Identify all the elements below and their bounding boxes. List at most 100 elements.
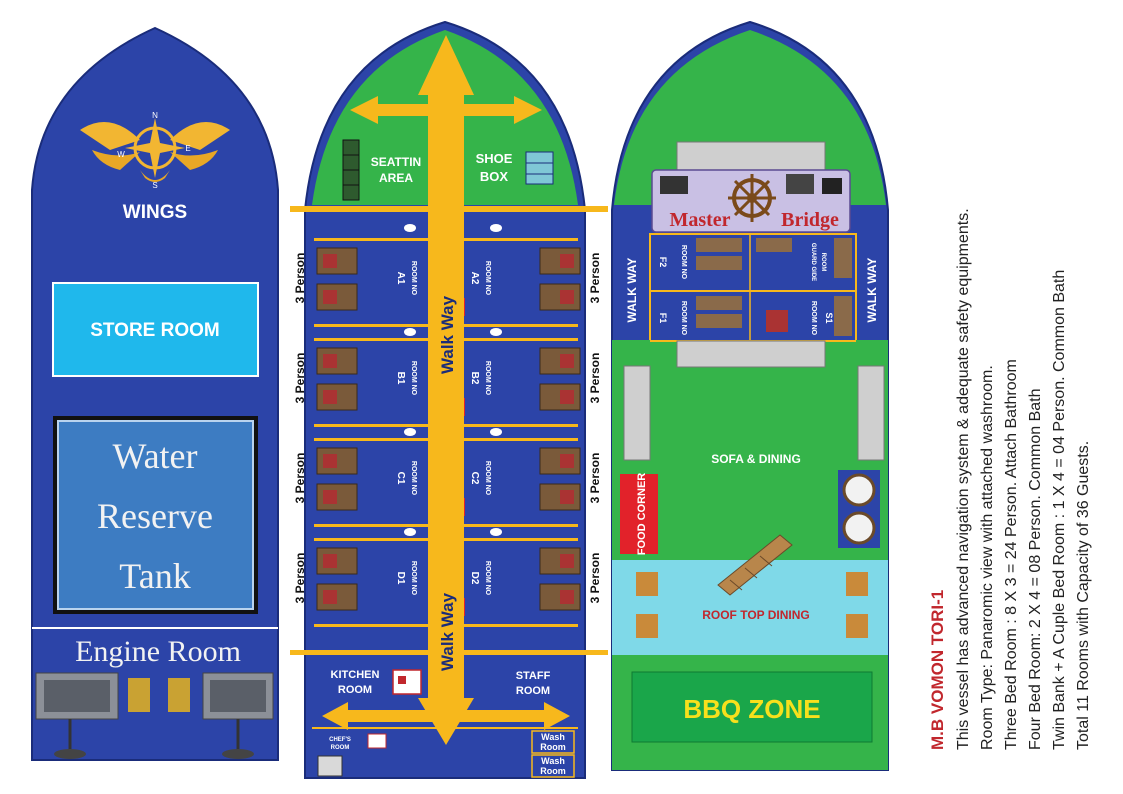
wash-room-1 bbox=[531, 730, 575, 754]
toilet-icon bbox=[404, 428, 416, 436]
wash1-label: Wash bbox=[541, 732, 565, 742]
pillow-icon bbox=[560, 390, 574, 404]
roof-top-label: ROOF TOP DINING bbox=[702, 608, 810, 622]
pillow-icon bbox=[323, 590, 337, 604]
room-s1-label: S1 bbox=[824, 312, 834, 323]
room-f2-label: F2 bbox=[658, 257, 668, 268]
engine-room-label: Engine Room bbox=[75, 635, 241, 668]
toilet-icon bbox=[490, 328, 502, 336]
kitchen-label-2: ROOM bbox=[338, 684, 372, 696]
pillow-icon bbox=[323, 390, 337, 404]
room-prefix-label: ROOM NO bbox=[410, 361, 417, 396]
room-number-label: D1 bbox=[395, 572, 406, 585]
pillow-icon bbox=[560, 290, 574, 304]
capacity-label: 3 Person bbox=[293, 453, 307, 504]
radio-icon bbox=[822, 178, 842, 194]
food-corner bbox=[620, 474, 658, 554]
info-line-6: Total 11 Rooms with Capacity of 36 Guest… bbox=[1075, 441, 1092, 750]
pillow-icon bbox=[323, 454, 337, 468]
compass-n: N bbox=[152, 111, 158, 120]
walkway-left-label: WALK WAY bbox=[625, 258, 639, 323]
capacity-label: 3 Person bbox=[293, 253, 307, 304]
info-line-3: Three Bed Room : 8 X 3 = 24 Person. Atta… bbox=[1003, 359, 1020, 750]
info-line-4: Four Bed Room: 2 X 4 = 08 Person. Common… bbox=[1027, 388, 1044, 750]
sofa-dining-label: SOFA & DINING bbox=[711, 452, 801, 466]
sofa-right bbox=[857, 365, 885, 461]
capacity-label: 3 Person bbox=[588, 353, 602, 404]
room-prefix-label: ROOM NO bbox=[484, 361, 491, 396]
compass-w: W bbox=[117, 150, 125, 159]
staff-label-1: STAFF bbox=[516, 670, 551, 682]
coconut-chairs-icon bbox=[838, 470, 880, 548]
info-line-1: This vessel has advanced navigation syst… bbox=[955, 208, 972, 750]
compass-emblem-icon bbox=[80, 118, 230, 182]
seating-label-1: SEATTIN bbox=[371, 155, 421, 169]
bunk-beds-icon bbox=[696, 238, 852, 336]
capacity-label: 3 Person bbox=[588, 553, 602, 604]
shoe-box-icon bbox=[525, 151, 554, 185]
cabin-divider bbox=[460, 624, 578, 627]
info-title: M.B VOMON TORI-1 bbox=[928, 590, 947, 750]
capacity-label: 3 Person bbox=[588, 453, 602, 504]
staff-label-2: ROOM bbox=[516, 685, 550, 697]
info-line-5: Twin Bank + A Cuple Bed Room : 1 X 4 = 0… bbox=[1051, 270, 1068, 750]
room-prefix-label: ROOM NO bbox=[410, 561, 417, 596]
guard-room-label-2: ROOM bbox=[820, 253, 826, 272]
capacity-label: 3 Person bbox=[293, 353, 307, 404]
compass-e: E bbox=[185, 144, 190, 153]
bbq-label: BBQ ZONE bbox=[683, 694, 820, 724]
cabin-divider bbox=[460, 238, 578, 241]
dining-tables-icon bbox=[636, 572, 868, 638]
shoe-label-1: SHOE bbox=[476, 151, 513, 166]
guard-room-label-1: GUARD GIDE bbox=[810, 243, 816, 281]
propeller-icon bbox=[54, 719, 254, 759]
toilet-icon bbox=[404, 328, 416, 336]
radar-icon bbox=[786, 174, 814, 194]
info-line-2: Room Type: Panaromic view with attached … bbox=[979, 365, 996, 750]
store-room-label: STORE ROOM bbox=[90, 320, 220, 341]
room-f2-prefix: ROOM NO bbox=[680, 245, 687, 280]
tank-label-2: Reserve bbox=[97, 496, 213, 536]
cabin-divider bbox=[314, 538, 432, 541]
sofa-top bbox=[676, 141, 826, 173]
wash2-label: Wash bbox=[541, 756, 565, 766]
pillow-icon bbox=[323, 490, 337, 504]
pillow-icon bbox=[560, 554, 574, 568]
room-prefix-label: ROOM NO bbox=[484, 261, 491, 296]
cabin-divider bbox=[314, 524, 432, 527]
deck-1: N S E W WINGS STORE ROOM Water Reserve T… bbox=[31, 26, 279, 761]
cabin-divider bbox=[460, 524, 578, 527]
walkway-label-1: Walk Way bbox=[438, 295, 457, 374]
room-s1-prefix: ROOM NO bbox=[810, 301, 817, 336]
tank-label-3: Tank bbox=[119, 556, 190, 596]
compass-s: S bbox=[152, 181, 157, 190]
ship-wheel-icon bbox=[728, 174, 776, 222]
pillow-icon bbox=[560, 490, 574, 504]
walkway-right-label: WALK WAY bbox=[865, 258, 879, 323]
stairs-icon bbox=[717, 534, 793, 596]
pillow-icon bbox=[323, 554, 337, 568]
room-number-label: C1 bbox=[395, 472, 406, 485]
sofa-left bbox=[623, 365, 651, 461]
cabin-divider bbox=[314, 324, 432, 327]
engine-icon bbox=[35, 672, 274, 720]
sofa-mid bbox=[676, 340, 826, 368]
toilet-icon bbox=[490, 224, 502, 232]
room-number-label: B1 bbox=[395, 372, 406, 385]
deck-3: Master Bridge WALK WAY WALK WAY ROOM NO … bbox=[611, 20, 889, 771]
room-f1-label: F1 bbox=[658, 313, 668, 324]
pillow-icon bbox=[560, 590, 574, 604]
chefs-room-icon bbox=[367, 733, 387, 749]
chefs-label-1: CHEF'S bbox=[329, 737, 351, 743]
seating-icon bbox=[342, 139, 360, 201]
toilet-icon bbox=[490, 428, 502, 436]
room-number-label: D2 bbox=[469, 572, 480, 585]
room-number-label: A1 bbox=[395, 272, 406, 285]
wash2-label-b: Room bbox=[540, 766, 566, 776]
pillow-icon bbox=[323, 254, 337, 268]
cabin-divider bbox=[460, 438, 578, 441]
pillow-icon bbox=[323, 290, 337, 304]
shoe-label-2: BOX bbox=[480, 169, 509, 184]
capacity-label: 3 Person bbox=[588, 253, 602, 304]
